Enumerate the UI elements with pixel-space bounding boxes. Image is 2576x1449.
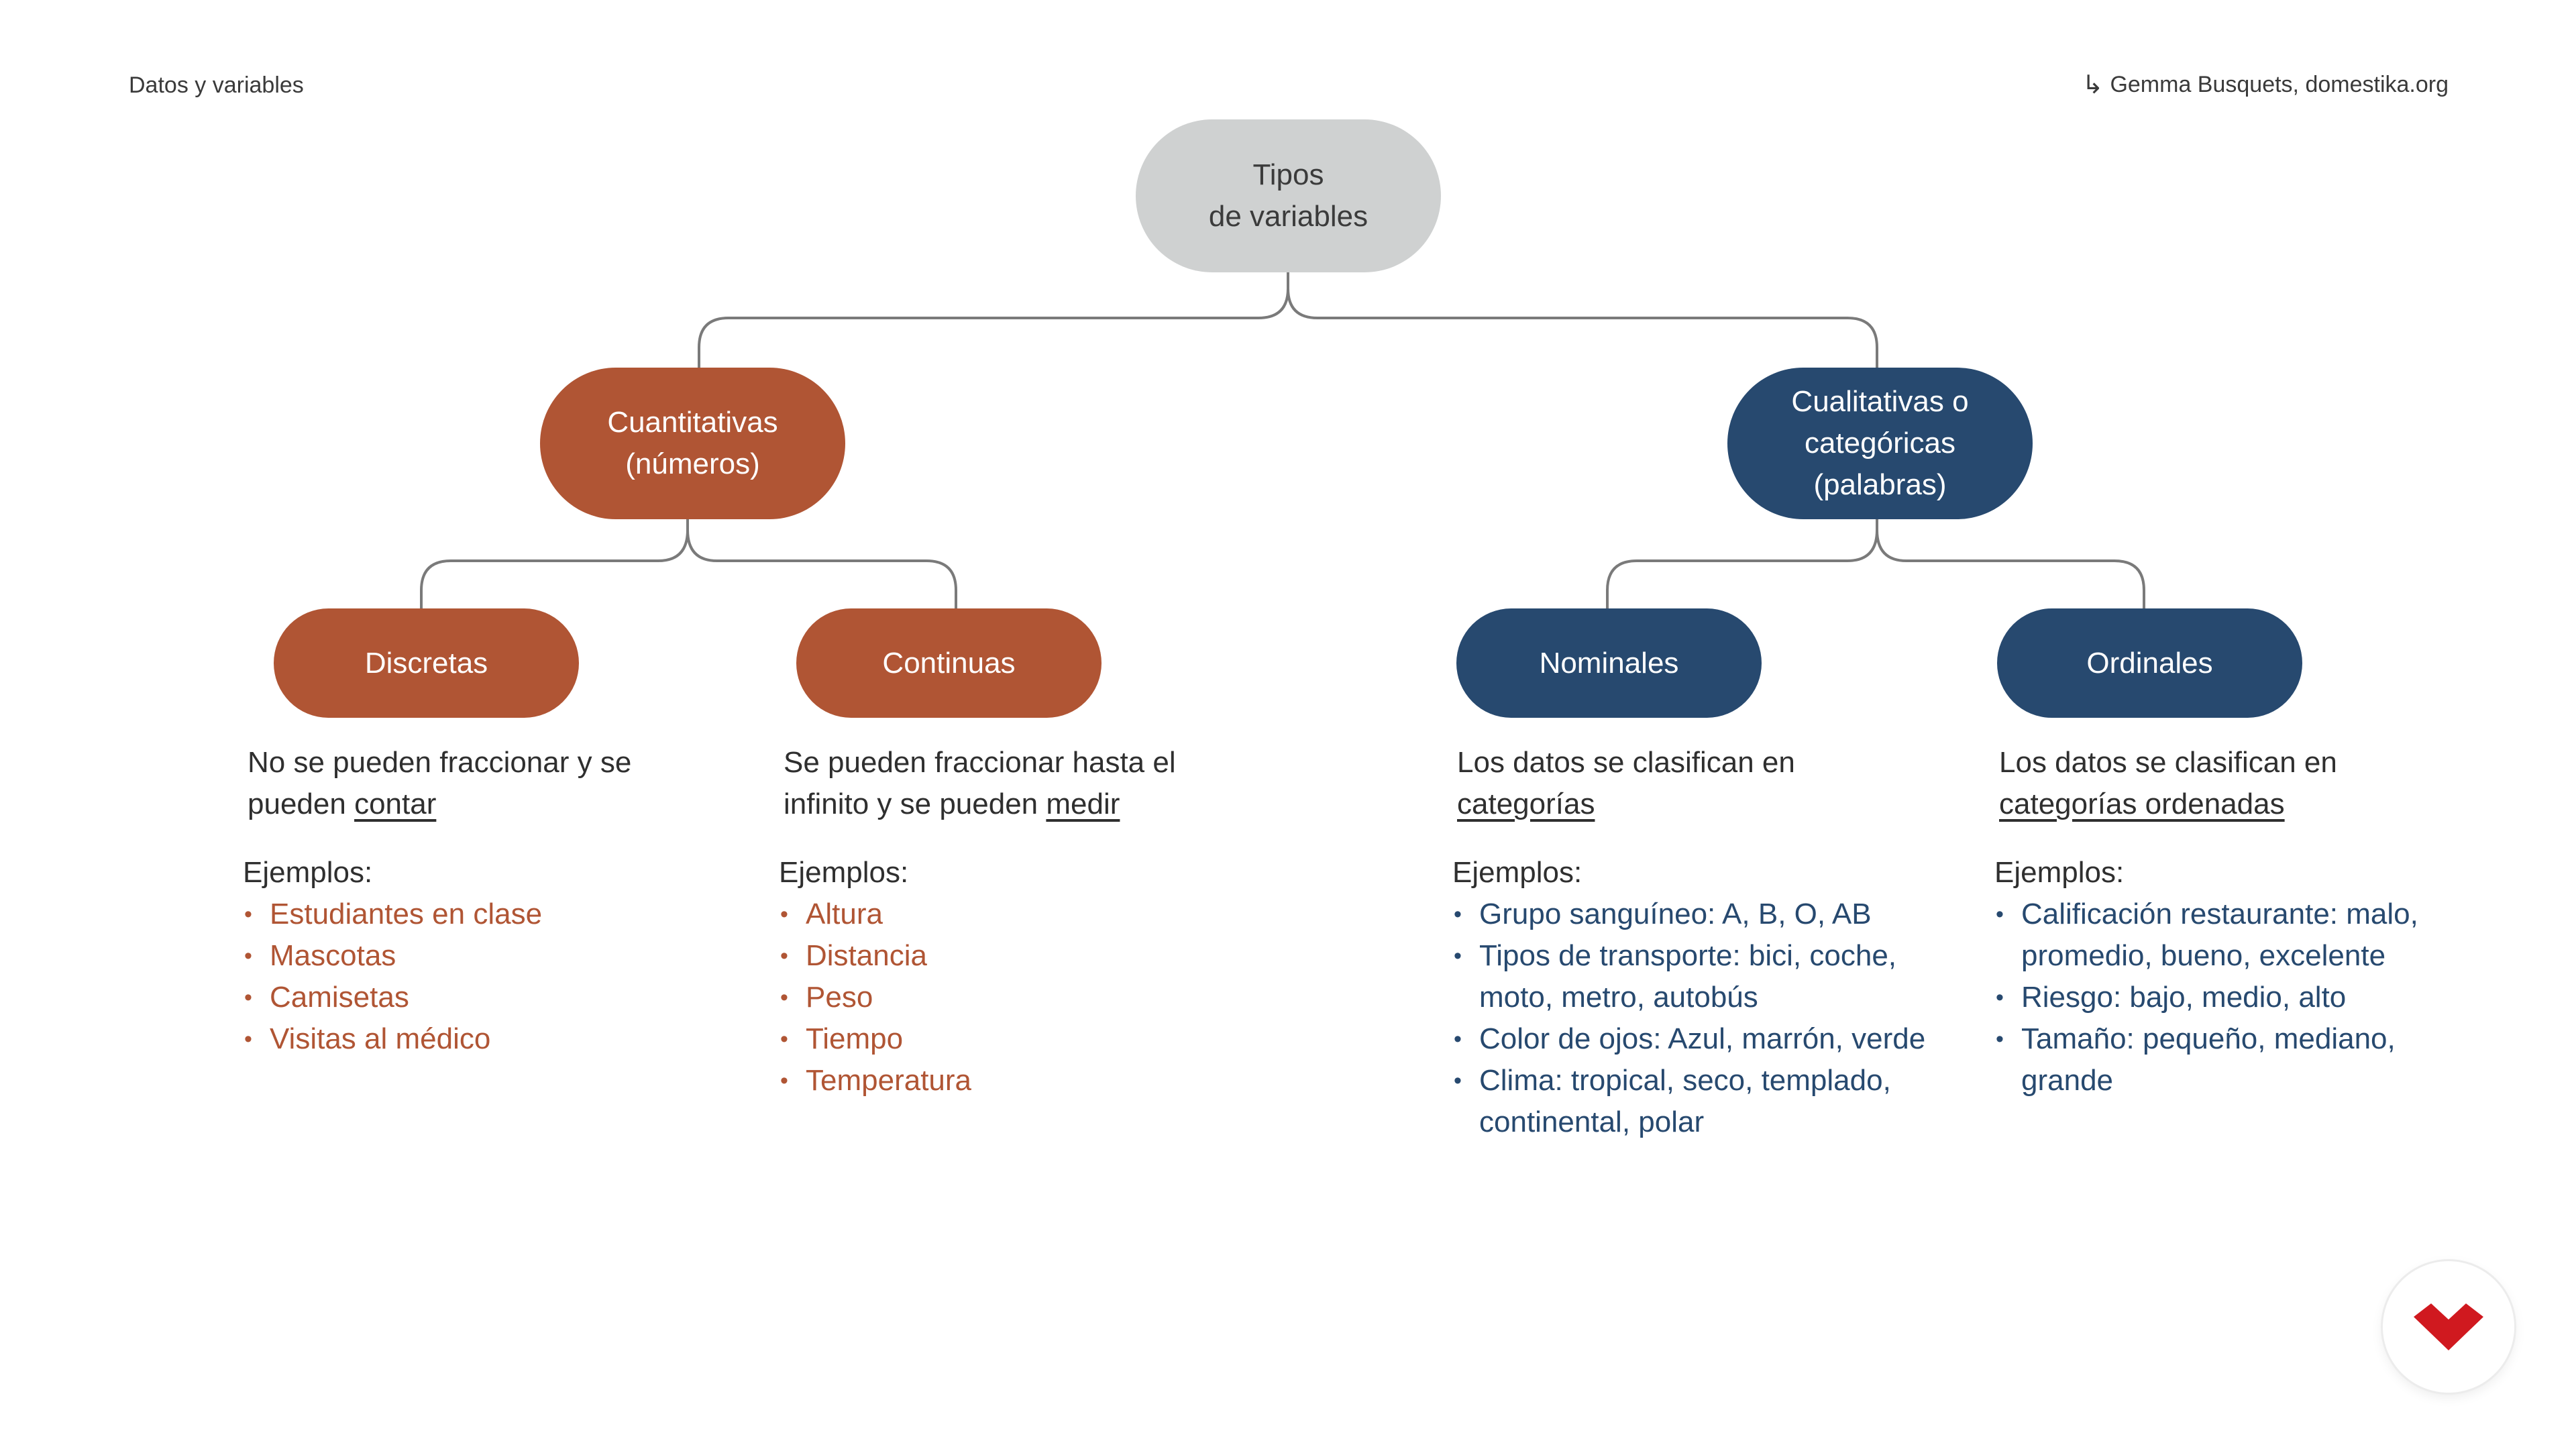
description-discrete: No se pueden fraccionar y se pueden cont… <box>248 742 663 825</box>
list-item: Tamaño: pequeño, mediano, grande <box>1994 1018 2464 1102</box>
node-quantitative: Cuantitativas (números) <box>540 368 845 519</box>
domestika-logo-button[interactable] <box>2383 1261 2514 1393</box>
examples-title: Ejemplos: <box>1452 856 1582 889</box>
connector-root-qualitative <box>1287 272 1878 368</box>
description-nominal-text: Los datos se clasifican en <box>1457 746 1795 779</box>
node-qualitative: Cualitativas o categóricas (palabras) <box>1727 368 2033 519</box>
description-nominal: Los datos se clasifican en categorías <box>1457 742 1860 825</box>
list-item: Temperatura <box>779 1060 1195 1102</box>
domestika-logo-icon <box>2414 1303 2483 1350</box>
node-quantitative-line-2: (números) <box>625 447 760 480</box>
list-item: Peso <box>779 977 1195 1018</box>
node-discrete: Discretas <box>274 608 579 718</box>
node-root-line-1: Tipos <box>1252 158 1324 191</box>
examples-discrete: Ejemplos: Estudiantes en clase Mascotas … <box>243 852 659 1060</box>
description-ordinal-keyword: categorías ordenadas <box>1999 788 2285 820</box>
list-item: Visitas al médico <box>243 1018 659 1060</box>
list-item: Distancia <box>779 935 1195 977</box>
connector-qualitative-nominal <box>1606 519 1878 608</box>
examples-continuous: Ejemplos: Altura Distancia Peso Tiempo T… <box>779 852 1195 1102</box>
connector-root-quantitative <box>698 272 1289 368</box>
examples-nominal: Ejemplos: Grupo sanguíneo: A, B, O, AB T… <box>1452 852 1962 1143</box>
description-continuous: Se pueden fraccionar hasta el infinito y… <box>784 742 1213 825</box>
examples-title: Ejemplos: <box>1994 856 2125 889</box>
credit: ↳ Gemma Busquets, domestika.org <box>2082 70 2449 100</box>
credit-text: Gemma Busquets, domestika.org <box>2110 72 2449 97</box>
node-qualitative-line-2: categóricas <box>1804 427 1955 460</box>
description-discrete-text: No se pueden fraccionar y se pueden <box>248 746 632 820</box>
connector-quantitative-continuous <box>686 519 957 608</box>
list-item: Riesgo: bajo, medio, alto <box>1994 977 2464 1018</box>
list-item: Clima: tropical, seco, templado, contine… <box>1452 1060 1962 1143</box>
examples-title: Ejemplos: <box>779 856 909 889</box>
list-item: Tipos de transporte: bici, coche, moto, … <box>1452 935 1962 1018</box>
connector-qualitative-ordinal <box>1876 519 2145 608</box>
list-item: Tiempo <box>779 1018 1195 1060</box>
node-qualitative-line-1: Cualitativas o <box>1791 385 1969 418</box>
list-item: Mascotas <box>243 935 659 977</box>
examples-title: Ejemplos: <box>243 856 373 889</box>
node-qualitative-line-3: (palabras) <box>1813 468 1947 501</box>
description-ordinal: Los datos se clasifican en categorías or… <box>1999 742 2402 825</box>
node-nominal: Nominales <box>1456 608 1762 718</box>
node-variable-types: Tipos de variables <box>1136 119 1441 272</box>
description-nominal-keyword: categorías <box>1457 788 1595 820</box>
node-continuous: Continuas <box>796 608 1102 718</box>
list-item: Camisetas <box>243 977 659 1018</box>
node-quantitative-line-1: Cuantitativas <box>607 406 778 439</box>
list-item: Altura <box>779 894 1195 935</box>
examples-ordinal: Ejemplos: Calificación restaurante: malo… <box>1994 852 2464 1102</box>
node-ordinal: Ordinales <box>1997 608 2302 718</box>
description-ordinal-text: Los datos se clasifican en <box>1999 746 2337 779</box>
description-discrete-keyword: contar <box>354 788 437 820</box>
description-continuous-keyword: medir <box>1046 788 1120 820</box>
description-continuous-text: Se pueden fraccionar hasta el infinito y… <box>784 746 1176 820</box>
section-title: Datos y variables <box>129 72 304 98</box>
list-item: Calificación restaurante: malo, promedio… <box>1994 894 2464 977</box>
list-item: Estudiantes en clase <box>243 894 659 935</box>
connector-quantitative-discrete <box>420 519 689 608</box>
return-arrow-icon: ↳ <box>2082 71 2104 99</box>
list-item: Color de ojos: Azul, marrón, verde <box>1452 1018 1962 1060</box>
list-item: Grupo sanguíneo: A, B, O, AB <box>1452 894 1962 935</box>
node-root-line-2: de variables <box>1208 200 1368 233</box>
